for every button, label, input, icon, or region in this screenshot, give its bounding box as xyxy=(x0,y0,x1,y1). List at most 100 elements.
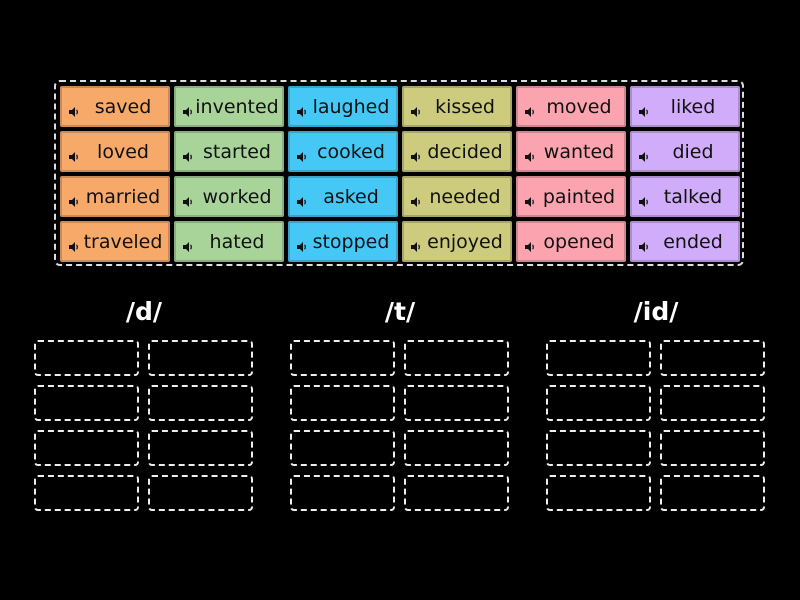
drop-slot[interactable] xyxy=(34,430,139,466)
word-tile-label: painted xyxy=(542,185,616,208)
drop-slot[interactable] xyxy=(660,430,765,466)
speaker-icon[interactable] xyxy=(182,146,194,162)
drop-slot[interactable] xyxy=(34,475,139,511)
word-tile[interactable]: worked xyxy=(174,176,284,217)
word-tile[interactable]: moved xyxy=(516,86,626,127)
word-tile[interactable]: died xyxy=(630,131,740,172)
drop-slot[interactable] xyxy=(34,385,139,421)
speaker-icon[interactable] xyxy=(638,191,650,207)
word-tile-label: married xyxy=(85,185,161,208)
word-tile-label: saved xyxy=(94,95,152,118)
word-tile-label: wanted xyxy=(543,140,615,163)
drop-slot[interactable] xyxy=(148,385,253,421)
word-tile-label: needed xyxy=(429,185,501,208)
speaker-icon[interactable] xyxy=(638,146,650,162)
word-tile-label: kissed xyxy=(435,95,495,118)
group-heading: /d/ xyxy=(125,297,163,326)
word-tile-label: asked xyxy=(323,185,379,208)
drop-slot[interactable] xyxy=(404,385,509,421)
speaker-icon[interactable] xyxy=(524,236,536,252)
word-tile[interactable]: liked xyxy=(630,86,740,127)
word-tile-label: worked xyxy=(202,185,272,208)
word-tile[interactable]: laughed xyxy=(288,86,398,127)
drop-slot[interactable] xyxy=(404,340,509,376)
speaker-icon[interactable] xyxy=(182,236,194,252)
drop-slot[interactable] xyxy=(660,340,765,376)
word-tile[interactable]: kissed xyxy=(402,86,512,127)
drop-slot[interactable] xyxy=(290,385,395,421)
speaker-icon[interactable] xyxy=(296,101,308,117)
word-tile[interactable]: cooked xyxy=(288,131,398,172)
word-tile-label: loved xyxy=(97,140,149,163)
drop-slot[interactable] xyxy=(148,475,253,511)
speaker-icon[interactable] xyxy=(296,236,308,252)
word-tile[interactable]: saved xyxy=(60,86,170,127)
drop-slot[interactable] xyxy=(148,340,253,376)
speaker-icon[interactable] xyxy=(68,191,80,207)
word-tile[interactable]: painted xyxy=(516,176,626,217)
word-tile-label: cooked xyxy=(317,140,385,163)
word-tile-label: laughed xyxy=(312,95,390,118)
word-tile-label: hated xyxy=(209,230,265,253)
word-tile[interactable]: invented xyxy=(174,86,284,127)
word-tile-label: died xyxy=(672,140,714,163)
word-tile-label: started xyxy=(202,140,271,163)
word-tile-label: enjoyed xyxy=(427,230,503,253)
word-tile[interactable]: hated xyxy=(174,221,284,262)
word-tile-label: talked xyxy=(663,185,723,208)
word-tile-label: moved xyxy=(546,95,612,118)
word-tile-label: invented xyxy=(195,95,279,118)
word-tile-label: ended xyxy=(663,230,723,253)
word-tile[interactable]: loved xyxy=(60,131,170,172)
group-heading: /id/ xyxy=(633,297,679,326)
drop-slot[interactable] xyxy=(290,430,395,466)
drop-slot[interactable] xyxy=(404,430,509,466)
drop-slot[interactable] xyxy=(546,340,651,376)
speaker-icon[interactable] xyxy=(68,101,80,117)
group-heading: /t/ xyxy=(384,297,416,326)
speaker-icon[interactable] xyxy=(296,191,308,207)
speaker-icon[interactable] xyxy=(182,191,194,207)
speaker-icon[interactable] xyxy=(524,101,536,117)
word-tile[interactable]: enjoyed xyxy=(402,221,512,262)
word-tile[interactable]: ended xyxy=(630,221,740,262)
word-tile-label: traveled xyxy=(83,230,163,253)
word-tile[interactable]: decided xyxy=(402,131,512,172)
drop-slot[interactable] xyxy=(546,385,651,421)
speaker-icon[interactable] xyxy=(410,236,422,252)
drop-slot[interactable] xyxy=(148,430,253,466)
drop-slot[interactable] xyxy=(546,430,651,466)
speaker-icon[interactable] xyxy=(638,101,650,117)
speaker-icon[interactable] xyxy=(296,146,308,162)
word-tile-label: decided xyxy=(427,140,503,163)
drop-slot[interactable] xyxy=(34,340,139,376)
word-tile-label: liked xyxy=(670,95,716,118)
drop-slot[interactable] xyxy=(290,340,395,376)
word-tile[interactable]: opened xyxy=(516,221,626,262)
word-tile[interactable]: married xyxy=(60,176,170,217)
word-tile[interactable]: traveled xyxy=(60,221,170,262)
word-tile-label: opened xyxy=(543,230,615,253)
speaker-icon[interactable] xyxy=(524,146,536,162)
word-tile[interactable]: needed xyxy=(402,176,512,217)
drop-slot[interactable] xyxy=(404,475,509,511)
word-tile[interactable]: asked xyxy=(288,176,398,217)
speaker-icon[interactable] xyxy=(410,191,422,207)
speaker-icon[interactable] xyxy=(524,191,536,207)
speaker-icon[interactable] xyxy=(68,236,80,252)
tile-bank: saved loved married traveled invented started… xyxy=(54,80,744,266)
drop-slot[interactable] xyxy=(660,475,765,511)
drop-slot[interactable] xyxy=(660,385,765,421)
speaker-icon[interactable] xyxy=(410,101,422,117)
speaker-icon[interactable] xyxy=(68,146,80,162)
speaker-icon[interactable] xyxy=(182,101,194,117)
word-tile[interactable]: started xyxy=(174,131,284,172)
word-tile[interactable]: talked xyxy=(630,176,740,217)
drop-slot[interactable] xyxy=(290,475,395,511)
word-tile[interactable]: stopped xyxy=(288,221,398,262)
speaker-icon[interactable] xyxy=(638,236,650,252)
drop-slot[interactable] xyxy=(546,475,651,511)
speaker-icon[interactable] xyxy=(410,146,422,162)
word-tile-label: stopped xyxy=(312,230,390,253)
word-tile[interactable]: wanted xyxy=(516,131,626,172)
